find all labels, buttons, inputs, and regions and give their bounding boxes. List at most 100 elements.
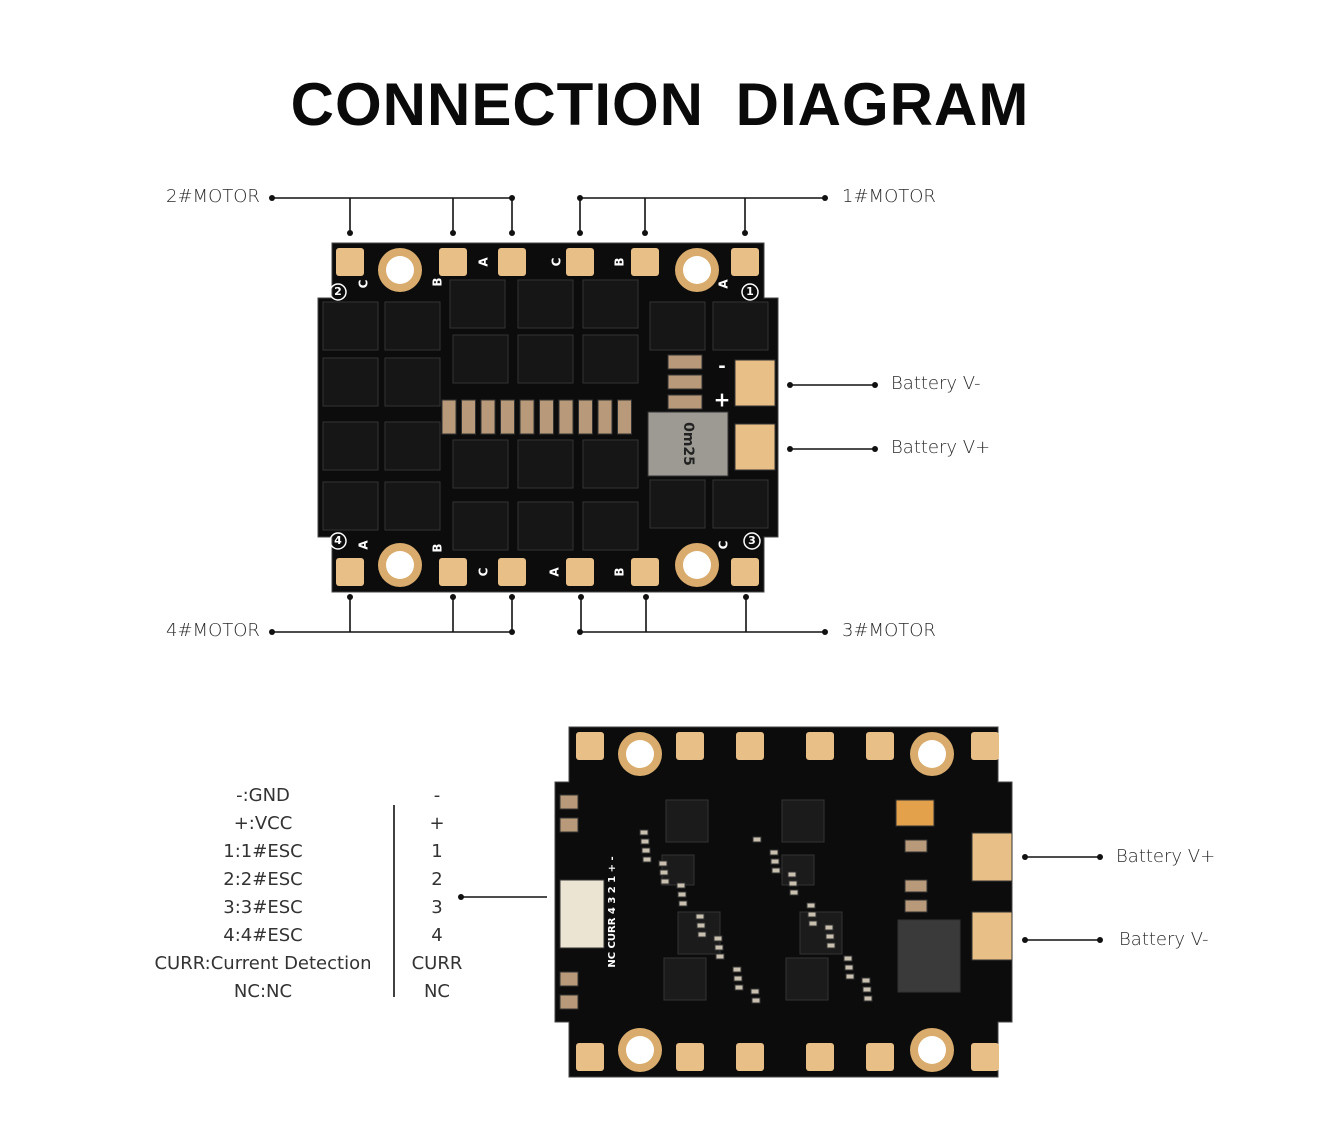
motor-pad xyxy=(866,1043,894,1071)
chip xyxy=(582,279,639,329)
legend-description-row: +:VCC xyxy=(233,813,293,834)
chip xyxy=(597,399,613,435)
chip xyxy=(825,933,835,940)
mounting-hole xyxy=(683,256,711,284)
esc-board xyxy=(317,242,779,593)
motor-pad xyxy=(731,248,759,276)
chip xyxy=(480,399,496,435)
connector-dot xyxy=(822,629,828,635)
chip xyxy=(861,977,871,984)
motor-pad xyxy=(336,248,364,276)
chip xyxy=(695,913,705,920)
chip xyxy=(582,439,639,489)
chip xyxy=(452,334,509,384)
motor-pad xyxy=(676,1043,704,1071)
legend-description-row: CURR:Current Detection xyxy=(154,953,372,974)
corner-number-circle xyxy=(741,283,759,301)
connector-dot xyxy=(577,230,583,236)
motor-pad xyxy=(676,732,704,760)
chip xyxy=(714,944,724,951)
chip xyxy=(862,986,872,993)
chip xyxy=(904,899,928,913)
pad-silk-label: B xyxy=(431,277,445,286)
connector-dot xyxy=(872,446,878,452)
chip xyxy=(558,399,574,435)
legend-pin-row: 4 xyxy=(431,925,443,946)
page-title: CONNECTION DIAGRAM xyxy=(290,71,1030,138)
motor-pad xyxy=(631,248,659,276)
corner-number-circle xyxy=(743,532,761,550)
legend-pin-row: 3 xyxy=(431,897,443,918)
polarity-minus: - xyxy=(718,356,725,377)
chip xyxy=(667,394,703,410)
connector-dot xyxy=(643,594,649,600)
pad-silk-label: C xyxy=(550,257,564,266)
motor-3-label: 3#MOTOR xyxy=(842,620,936,641)
chip xyxy=(559,879,605,949)
connector-dot xyxy=(1022,937,1028,943)
connector-dot xyxy=(458,894,464,900)
chip xyxy=(897,919,961,993)
chip xyxy=(904,839,928,853)
chip xyxy=(582,501,639,551)
motor-pad xyxy=(806,1043,834,1071)
chip xyxy=(559,794,579,810)
motor-pad xyxy=(498,248,526,276)
legend-pin-row: + xyxy=(429,813,445,834)
pad-silk-label: C xyxy=(717,540,731,549)
chip xyxy=(649,479,706,529)
pad-silk-label: A xyxy=(548,567,562,577)
chip xyxy=(676,882,686,889)
chip xyxy=(750,988,760,995)
chip xyxy=(971,911,1013,961)
chip xyxy=(519,399,535,435)
chip xyxy=(752,836,762,843)
chip xyxy=(649,301,706,351)
motor-pad xyxy=(806,732,834,760)
chip xyxy=(559,817,579,833)
corner-number: 4 xyxy=(334,534,342,547)
chip xyxy=(322,481,379,531)
chip xyxy=(715,953,725,960)
chip xyxy=(658,860,668,867)
chip xyxy=(895,799,935,827)
chip xyxy=(452,501,509,551)
mounting-hole xyxy=(683,551,711,579)
chip xyxy=(826,942,836,949)
chip xyxy=(712,301,769,351)
mounting-hole xyxy=(918,1036,946,1064)
motor-pad xyxy=(498,558,526,586)
corner-number-circle xyxy=(329,283,347,301)
chip xyxy=(789,889,799,896)
chip xyxy=(647,411,729,477)
connector-dot xyxy=(450,594,456,600)
connector-dot xyxy=(269,629,275,635)
connector-dot xyxy=(1022,854,1028,860)
chip xyxy=(751,997,761,1004)
motor-pad xyxy=(736,732,764,760)
motor-pad xyxy=(439,558,467,586)
chip xyxy=(517,279,574,329)
connector-dot xyxy=(509,230,515,236)
chip xyxy=(733,975,743,982)
connector-dot xyxy=(347,594,353,600)
shunt-marking: 0m25 xyxy=(680,422,696,466)
motor-pad xyxy=(971,732,999,760)
esc-battery-minus-label: Battery V- xyxy=(891,373,981,394)
chip xyxy=(667,354,703,370)
motor-pad xyxy=(866,732,894,760)
chip xyxy=(639,829,649,836)
corner-number: 3 xyxy=(748,534,756,547)
connector-dot xyxy=(787,446,793,452)
fc-battery-plus-label: Battery V+ xyxy=(1116,846,1216,867)
chip xyxy=(904,879,928,893)
connector-dot xyxy=(787,382,793,388)
mounting-hole xyxy=(626,1036,654,1064)
chip xyxy=(441,399,457,435)
legend-pin-row: CURR xyxy=(411,953,463,974)
chip xyxy=(663,957,707,1001)
connector-dot xyxy=(1097,854,1103,860)
chip xyxy=(712,479,769,529)
chip xyxy=(678,900,688,907)
